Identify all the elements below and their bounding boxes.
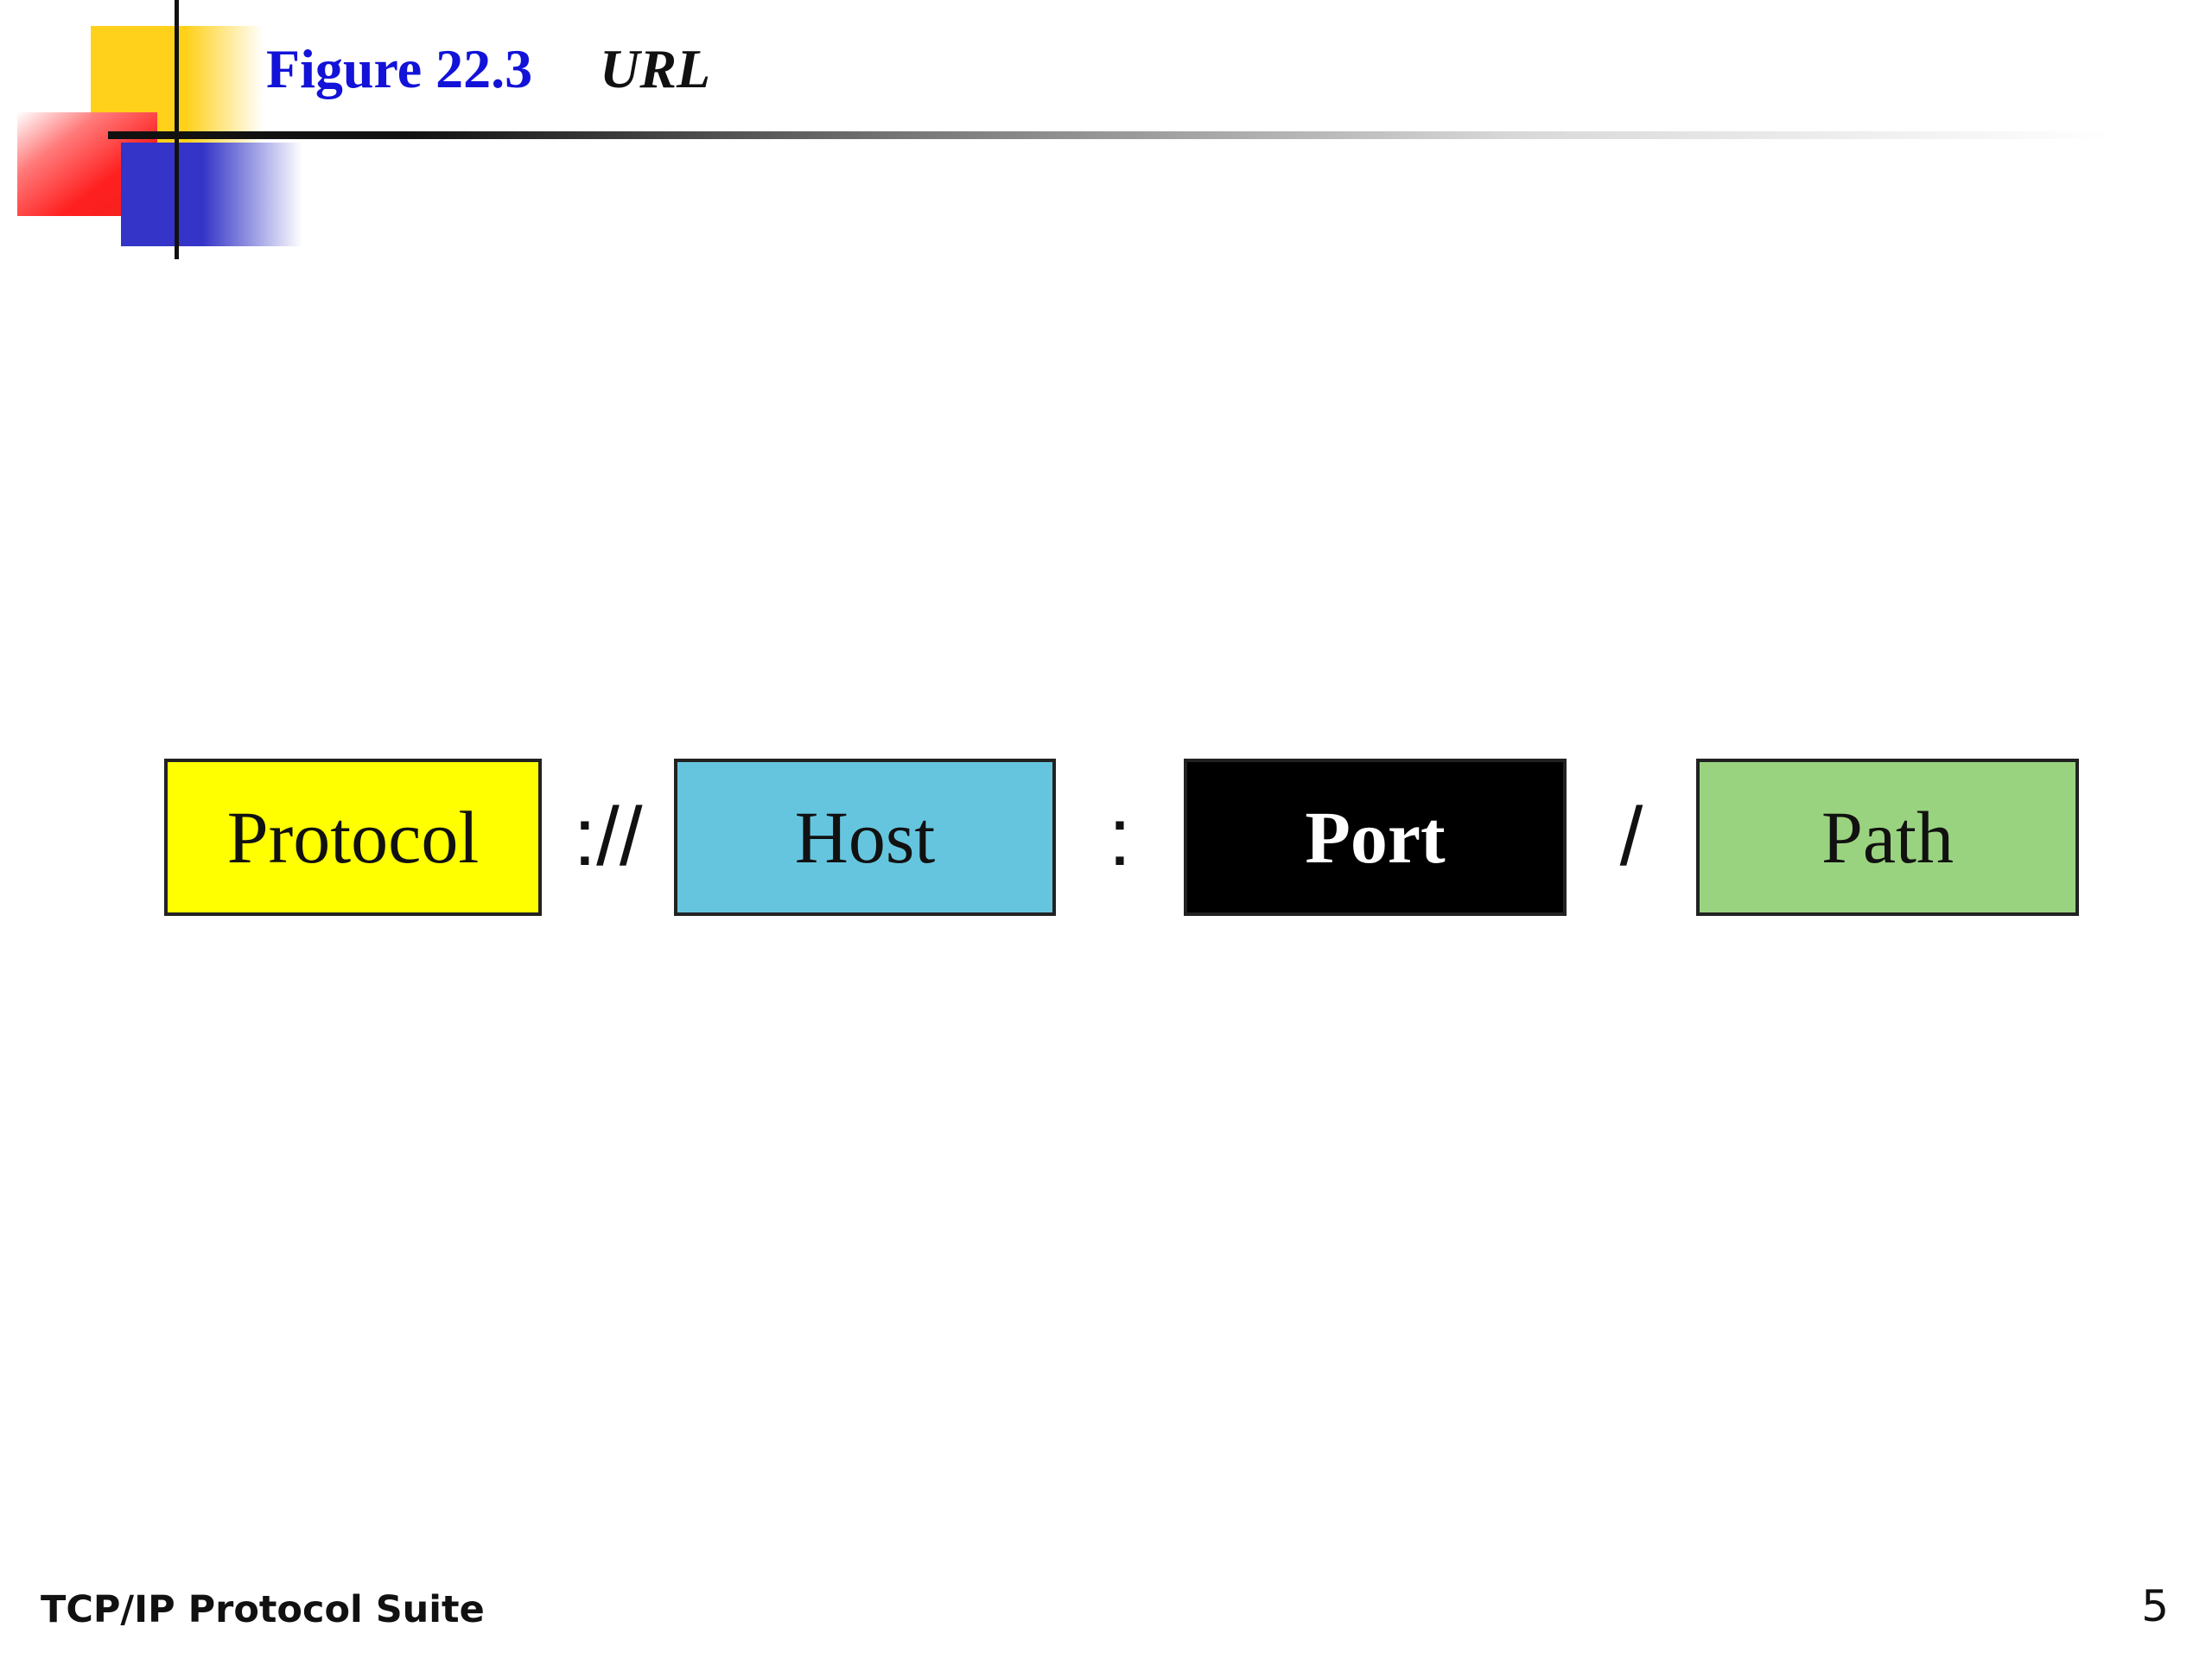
figure-label: Figure 22.3 — [266, 38, 533, 99]
host-box: Host — [674, 759, 1056, 916]
port-path-separator: / — [1619, 791, 1643, 883]
page-number: 5 — [2141, 1581, 2169, 1631]
protocol-box: Protocol — [164, 759, 542, 916]
decorative-blue-square — [121, 143, 302, 246]
decorative-title-underline — [108, 131, 2113, 139]
footer-course-title: TCP/IP Protocol Suite — [41, 1588, 485, 1631]
port-box: Port — [1184, 759, 1567, 916]
host-port-separator: : — [1108, 791, 1132, 883]
path-box: Path — [1696, 759, 2079, 916]
slide-title: Figure 22.3 URL — [266, 36, 710, 102]
decorative-vertical-line — [175, 0, 179, 259]
url-structure-diagram: Protocol :// Host : Port / Path — [164, 759, 2082, 923]
protocol-host-separator: :// — [573, 791, 643, 883]
figure-title: URL — [600, 38, 711, 99]
